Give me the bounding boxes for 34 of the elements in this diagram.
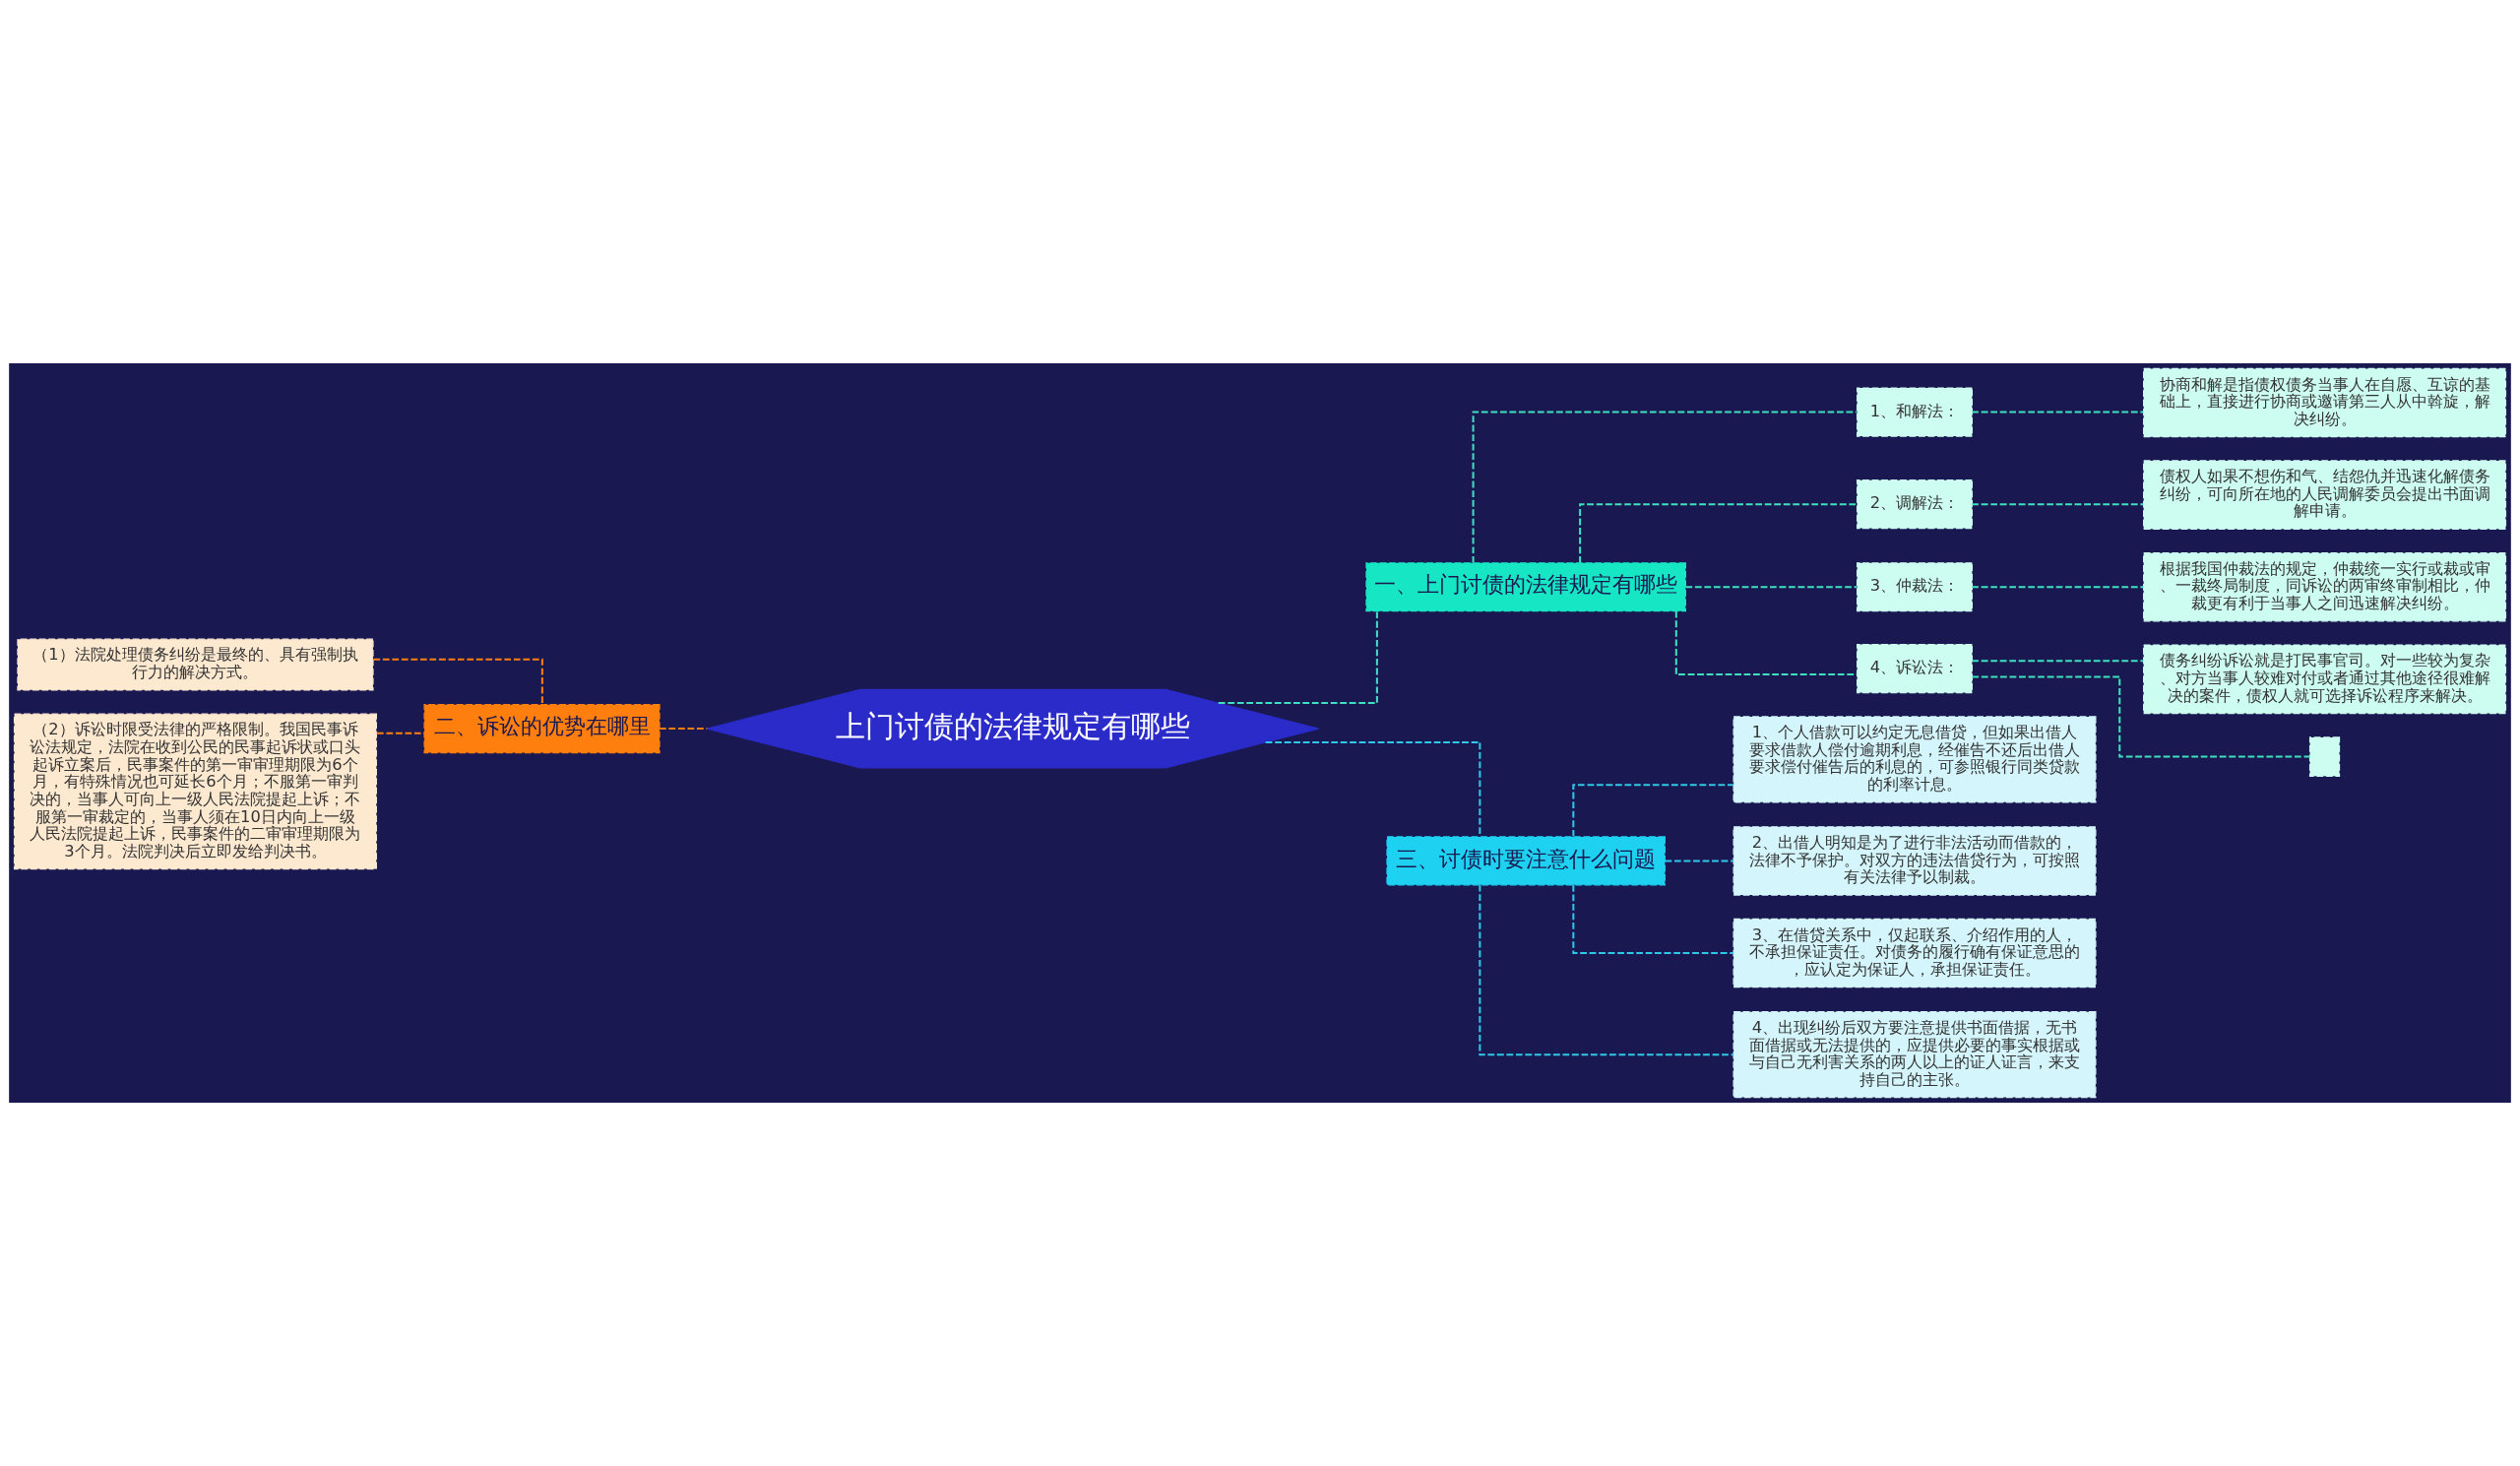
connector [1972,503,2144,506]
connector [1479,884,1733,1056]
node-box: 4、出现纠纷后双方要注意提供书面借据，无书面借据或无法提供的，应提供必要的事实根据或与自己无利害关系的两人以上的证人证言，来支持自己的主张。 [1732,1011,2097,1099]
node-box: 3、仲裁法： [1857,562,1974,612]
node-box: 三、讨债时要注意什么问题 [1386,836,1666,886]
node-box: 二、诉讼的优势在哪里 [423,704,661,754]
node-box [2308,736,2341,777]
node-box: 1、个人借款可以约定无息借贷，但如果出借人要求借款人偿付逾期利息，经催告不还后出借人要求偿付催告后的利息的，可参照银行同类贷款的利率计息。 [1732,716,2097,803]
node-box: 根据我国仲裁法的规定，仲裁统一实行或裁或审、一裁终局制度，同诉讼的两审终审制相比，仲裁更有利于当事人之间迅速解决纠纷。 [2143,552,2507,622]
node-box: 债务纠纷诉讼就是打民事官司。对一些较为复杂、对方当事人较难对付或者通过其他途径很难解决的案件，债权人就可选择诉讼程序来解决。 [2143,644,2507,715]
node-box: 2、调解法： [1857,479,1974,530]
connector [1265,740,1481,837]
connector [376,732,424,734]
node-box: （1）法院处理债务纠纷是最终的、具有强制执行力的解决方式。 [17,638,374,691]
connector [1579,503,1858,563]
node-box: 3、在借贷关系中，仅起联系、介绍作用的人，不承担保证责任。对债务的履行确有保证意思的，应认定为保证人，承担保证责任。 [1732,918,2097,988]
node-box: （2）诉讼时限受法律的严格限制。我国民事诉讼法规定，法院在收到公民的民事起诉状或口头起诉立案后，民事案件的第一审审理期限为6个月，有特殊情况也可延长6个月；不服第一审判决的，当事人可向上一级人民法院提起上诉；不服第一审裁定的，当事人须在10日内向上一级人民法院提起上诉，民事案件的二审审理期限为3个月。法院判决后立即发给判决书。 [13,713,377,870]
connector [1972,411,2144,414]
node-box: 债权人如果不想伤和气、结怨仇并迅速化解债务纠纷，可向所在地的人民调解委员会提出书面调解申请。 [2143,460,2507,530]
connector [1665,860,1733,862]
connector [1972,586,2144,589]
connector [373,658,543,705]
connector [1218,611,1378,704]
connector [1572,885,1733,955]
connector [1972,675,2310,758]
node-box: 2、出借人明知是为了进行非法活动而借款的，法律不予保护。对双方的违法借贷行为，可按照有关法律予以制裁。 [1732,826,2097,896]
connector [1472,411,1858,563]
node-box: 协商和解是指债权债务当事人在自愿、互谅的基础上，直接进行协商或邀请第三人从中斡旋，解决纠纷。 [2143,367,2507,438]
connector [1572,784,1733,837]
node-box: 1、和解法： [1857,387,1974,437]
node-box: 一、上门讨债的法律规定有哪些 [1365,562,1686,612]
connector [1972,660,2144,663]
node-box: 4、诉讼法： [1857,643,1974,694]
connector [1685,586,1858,589]
